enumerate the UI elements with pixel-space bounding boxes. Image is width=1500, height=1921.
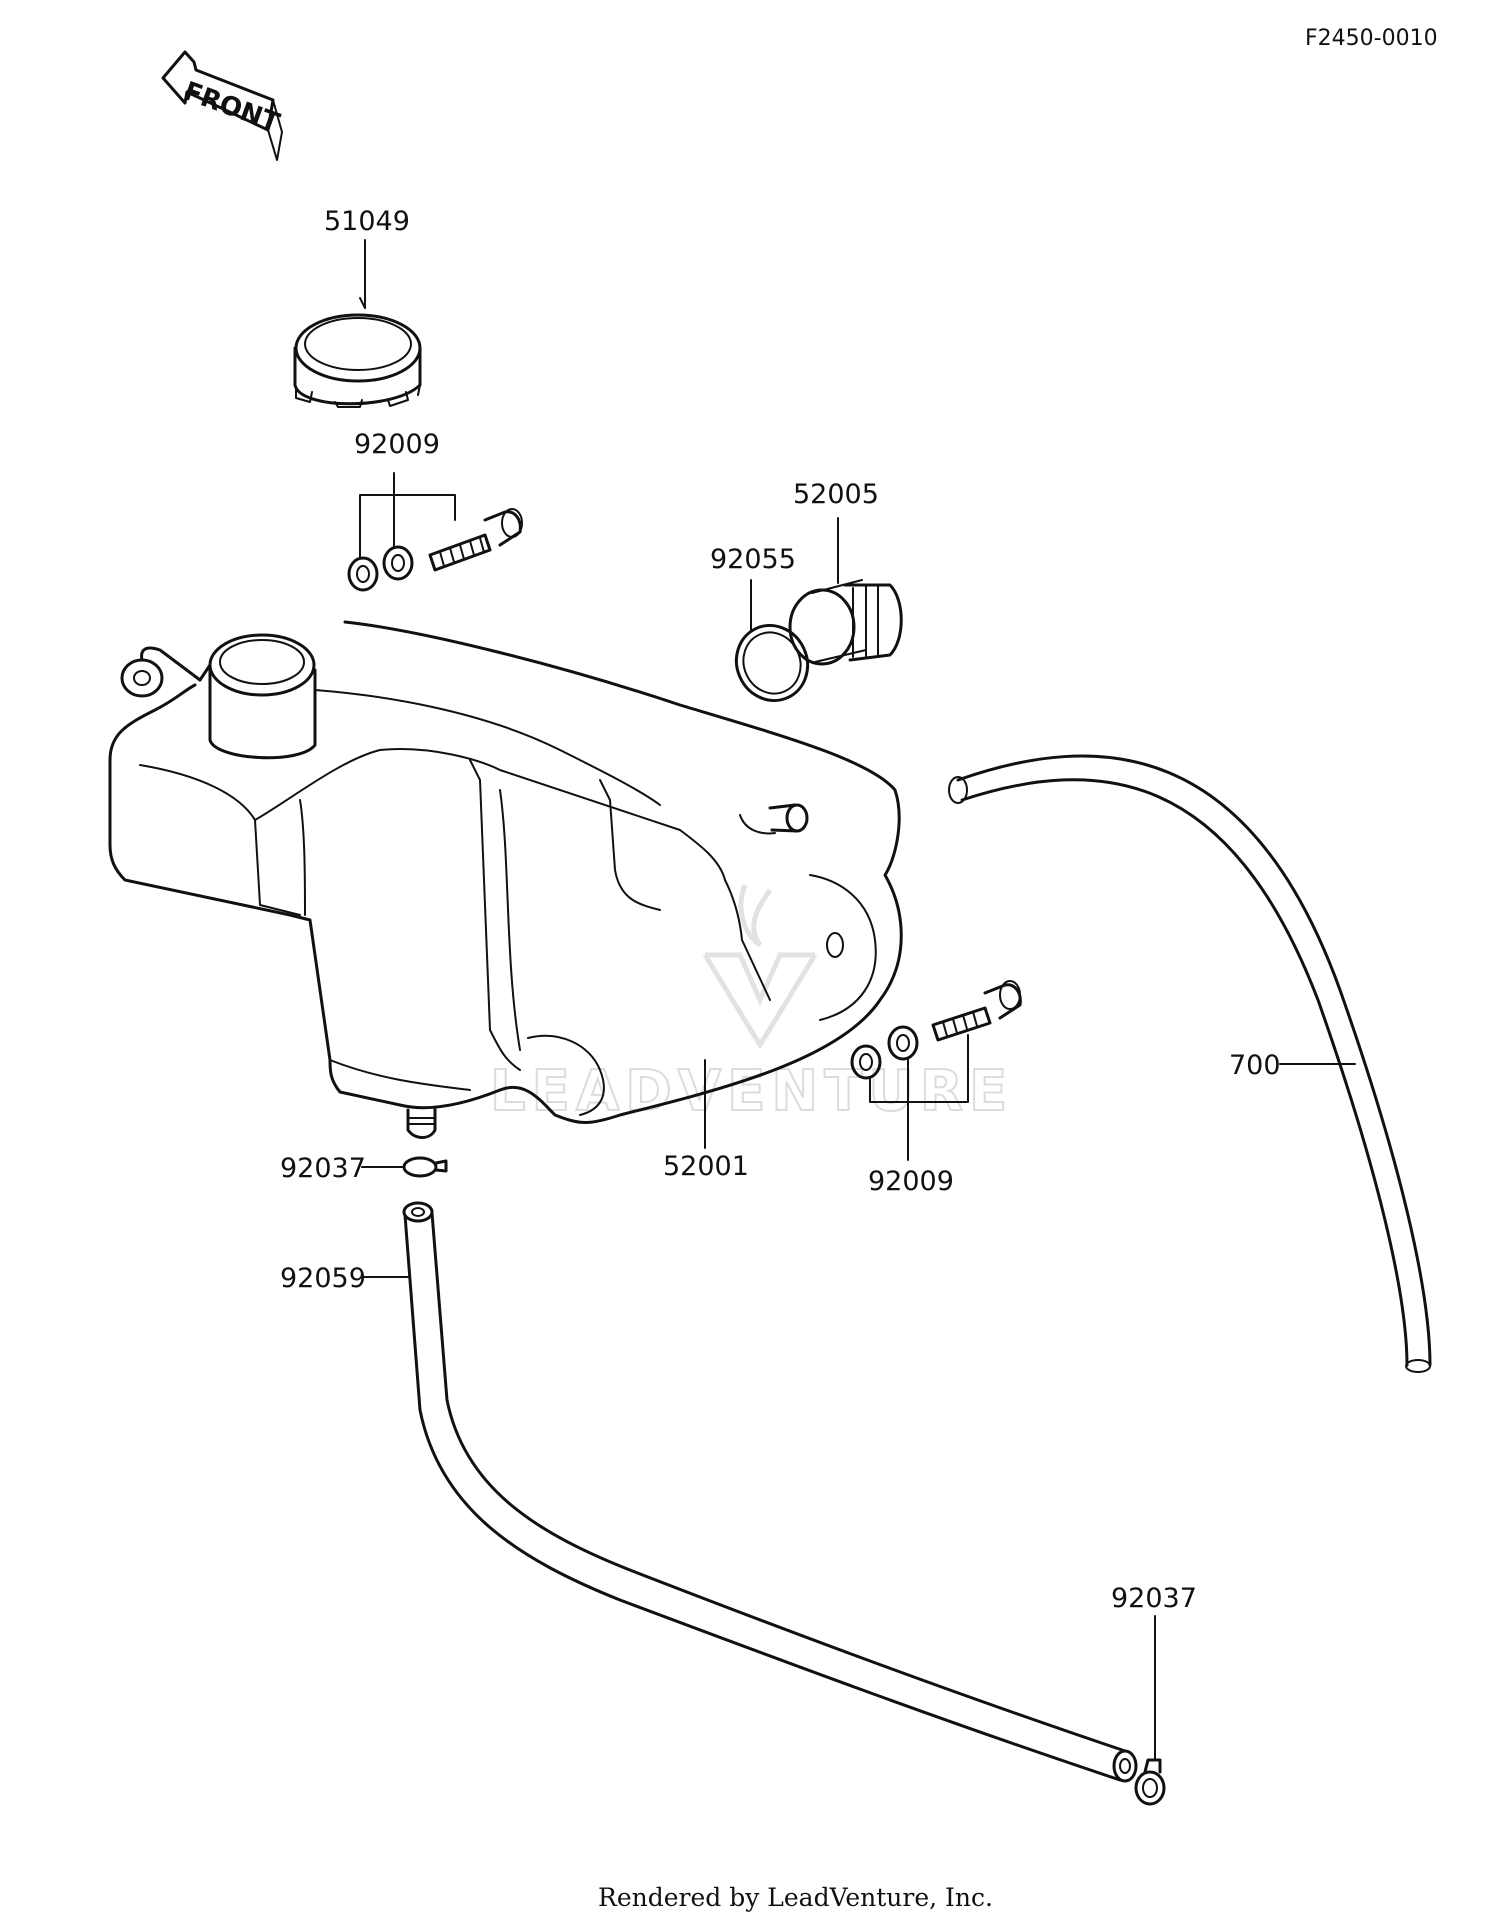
reservoir-cap-icon: [293, 313, 422, 408]
callout-overflow-hose[interactable]: 700: [1229, 1050, 1281, 1081]
watermark-text: LEADVENTURE: [490, 1059, 1013, 1124]
callout-plug[interactable]: 52005: [793, 479, 879, 510]
svg-text:92055: 92055: [710, 544, 796, 575]
svg-text:52001: 52001: [663, 1151, 749, 1182]
svg-text:92037: 92037: [1111, 1583, 1197, 1614]
drain-hose-icon: [402, 1201, 1138, 1783]
callout-clamp-upper[interactable]: 92037: [280, 1153, 366, 1184]
front-arrow-icon: FRONT: [161, 50, 284, 161]
overflow-hose-icon: [948, 754, 1432, 1373]
reservoir-tank-icon: [108, 620, 903, 1139]
drain-plug-icon: [788, 579, 903, 666]
callout-bolt-lower[interactable]: 92009: [868, 1166, 954, 1197]
leader-bolt-lower: [869, 1034, 969, 1161]
svg-text:92009: 92009: [868, 1166, 954, 1197]
diagram-reference: F2450-0010: [1305, 26, 1438, 51]
svg-text:52005: 52005: [793, 479, 879, 510]
gasket-ring-icon: [734, 624, 810, 702]
svg-text:92037: 92037: [280, 1153, 366, 1184]
svg-text:92009: 92009: [354, 429, 440, 460]
leader-bolt-upper: [359, 472, 456, 559]
bolt-icon: [347, 508, 523, 592]
callout-drain-hose[interactable]: 92059: [280, 1263, 366, 1294]
callout-gasket[interactable]: 92055: [710, 544, 796, 575]
watermark: LEADVENTURE: [489, 884, 1013, 1125]
leader-cap-arrow: [359, 297, 366, 309]
hose-clamp-icon: [1134, 1758, 1166, 1806]
bolt-icon: [850, 980, 1022, 1080]
callout-clamp-lower[interactable]: 92037: [1111, 1583, 1197, 1614]
svg-text:51049: 51049: [324, 206, 410, 237]
svg-text:700: 700: [1229, 1050, 1281, 1081]
callout-bolt-upper[interactable]: 92009: [354, 429, 440, 460]
credit-line: Rendered by LeadVenture, Inc.: [598, 1883, 993, 1912]
svg-text:92059: 92059: [280, 1263, 366, 1294]
callout-cap[interactable]: 51049: [324, 206, 410, 237]
callout-tank[interactable]: 52001: [663, 1151, 749, 1182]
front-label: FRONT: [180, 76, 284, 138]
hose-clamp-icon: [402, 1156, 448, 1178]
